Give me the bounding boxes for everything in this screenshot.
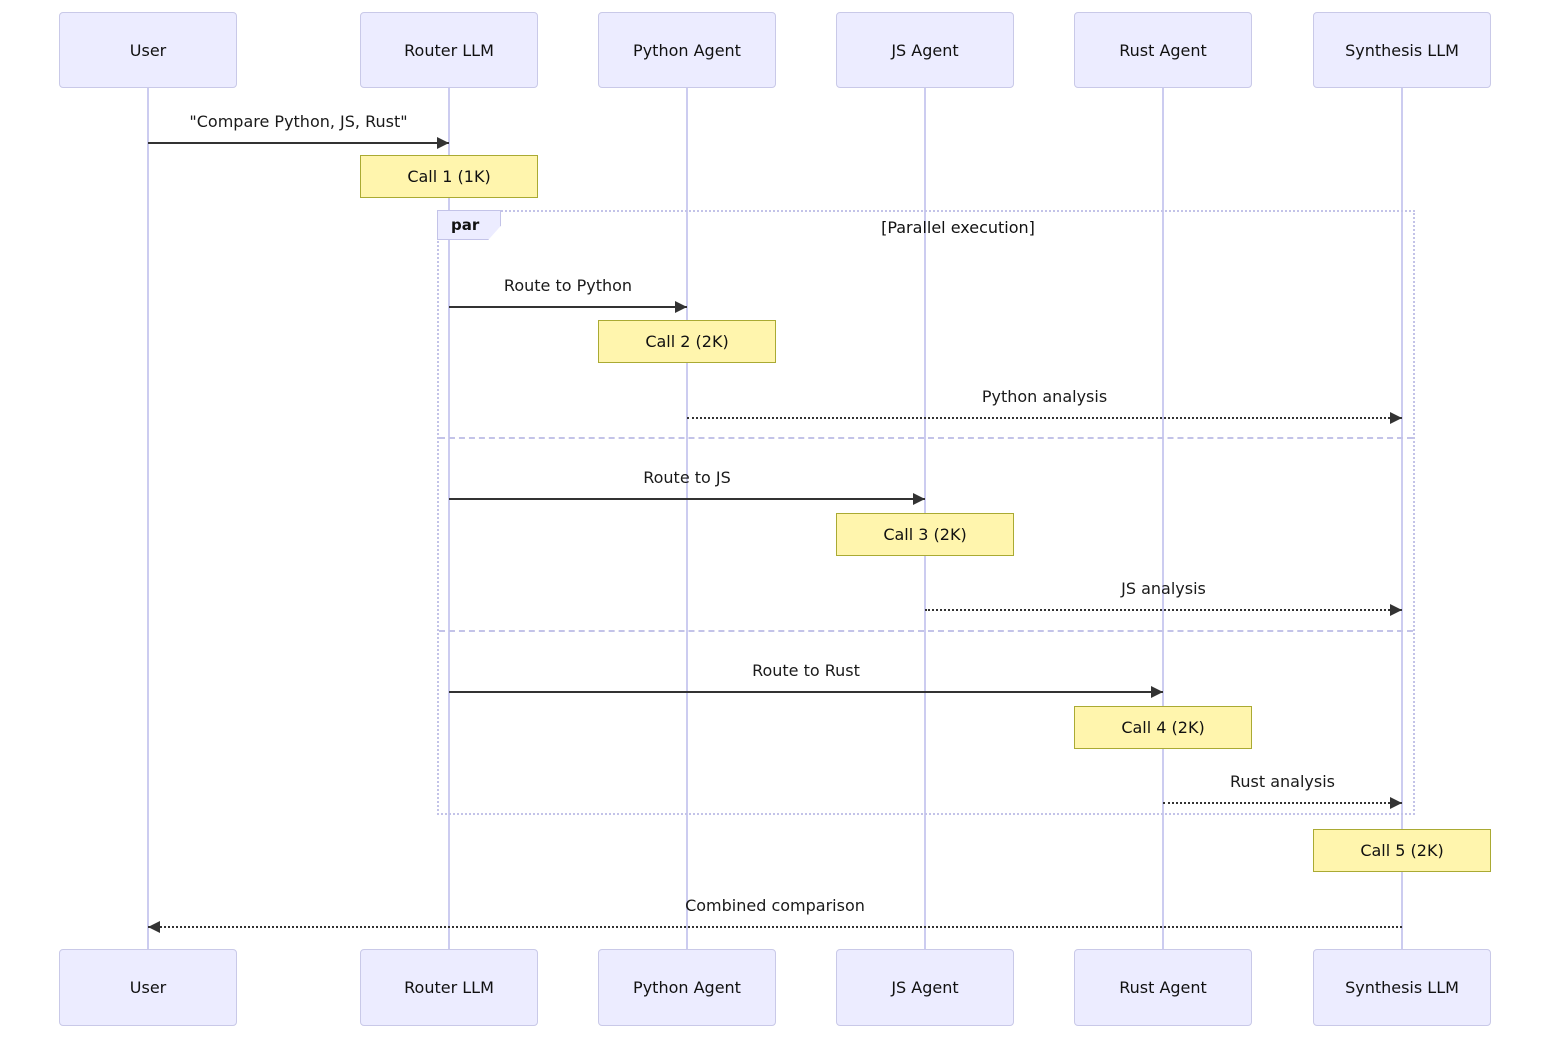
participant-synthesis-llm-top: Synthesis LLM	[1313, 12, 1491, 88]
par-block-label: par	[437, 210, 501, 240]
message-line	[925, 609, 1402, 611]
message-line	[148, 142, 449, 144]
message-js-analysis: JS analysis	[925, 577, 1402, 617]
participant-user-bottom: User	[59, 949, 237, 1026]
message-label: JS analysis	[1121, 579, 1206, 598]
lifeline-python-agent	[686, 88, 688, 949]
message-line	[687, 417, 1402, 419]
par-divider-1	[439, 437, 1413, 439]
arrowhead-icon	[675, 301, 687, 313]
message-route-to-python: Route to Python	[449, 274, 687, 314]
lifeline-synthesis-llm	[1401, 88, 1403, 949]
note-call-4: Call 4 (2K)	[1074, 706, 1252, 749]
message-label: Route to JS	[643, 468, 731, 487]
message-rust-analysis: Rust analysis	[1163, 770, 1402, 810]
message-label: Rust analysis	[1229, 772, 1335, 791]
participant-router-llm-bottom: Router LLM	[360, 949, 538, 1026]
participant-rust-agent-top: Rust Agent	[1074, 12, 1252, 88]
message-line	[1163, 802, 1402, 804]
note-call-1: Call 1 (1K)	[360, 155, 538, 198]
participant-python-agent-bottom: Python Agent	[598, 949, 776, 1026]
participant-synthesis-llm-bottom: Synthesis LLM	[1313, 949, 1491, 1026]
participant-js-agent-top: JS Agent	[836, 12, 1014, 88]
message-line	[148, 926, 1402, 928]
arrowhead-icon	[1390, 797, 1402, 809]
par-divider-2	[439, 630, 1413, 632]
message-label: Python analysis	[981, 387, 1108, 406]
arrowhead-icon	[1390, 412, 1402, 424]
message-label: Route to Python	[503, 276, 633, 295]
note-call-2: Call 2 (2K)	[598, 320, 776, 363]
message-line	[449, 691, 1163, 693]
message-line	[449, 498, 925, 500]
arrowhead-icon	[1151, 686, 1163, 698]
par-block-condition: [Parallel execution]	[881, 218, 1035, 237]
arrowhead-icon	[437, 137, 449, 149]
message-label: "Compare Python, JS, Rust"	[189, 112, 408, 131]
lifeline-user	[147, 88, 149, 949]
lifeline-router-llm	[448, 88, 450, 949]
arrowhead-icon	[1390, 604, 1402, 616]
participant-python-agent-top: Python Agent	[598, 12, 776, 88]
message-route-to-rust: Route to Rust	[449, 659, 1163, 699]
message-label: Route to Rust	[752, 661, 860, 680]
participant-rust-agent-bottom: Rust Agent	[1074, 949, 1252, 1026]
message-combined-comparison: Combined comparison	[148, 894, 1402, 934]
note-call-3: Call 3 (2K)	[836, 513, 1014, 556]
note-call-5: Call 5 (2K)	[1313, 829, 1491, 872]
participant-user-top: User	[59, 12, 237, 88]
message-line	[449, 306, 687, 308]
arrowhead-icon	[148, 921, 160, 933]
message-python-analysis: Python analysis	[687, 385, 1402, 425]
message-label: Combined comparison	[685, 896, 865, 915]
par-block-frame: par [Parallel execution]	[437, 210, 1415, 815]
message-compare-request: "Compare Python, JS, Rust"	[148, 110, 449, 150]
message-route-to-js: Route to JS	[449, 466, 925, 506]
participant-js-agent-bottom: JS Agent	[836, 949, 1014, 1026]
lifeline-rust-agent	[1162, 88, 1164, 949]
arrowhead-icon	[913, 493, 925, 505]
participant-router-llm-top: Router LLM	[360, 12, 538, 88]
